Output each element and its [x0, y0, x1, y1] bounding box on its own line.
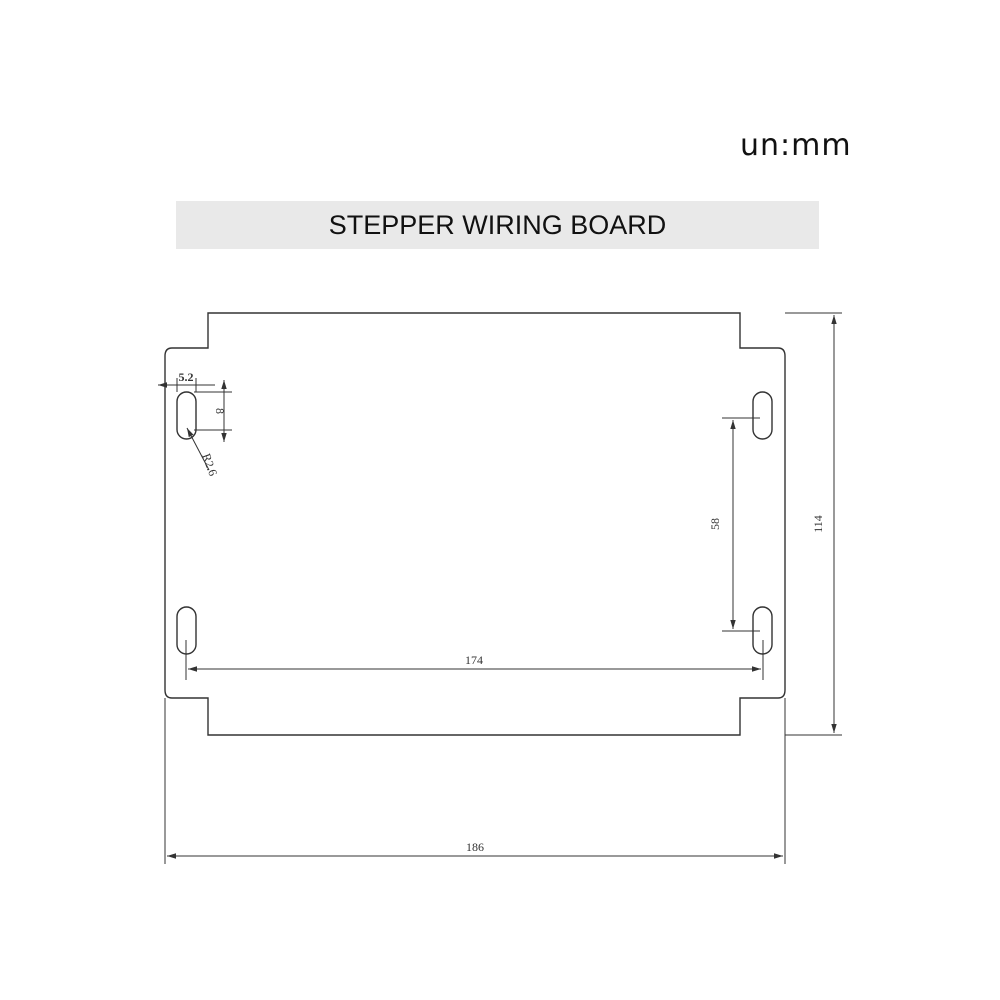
board-outline [164, 312, 786, 736]
dim-overall-width: 186 [466, 840, 484, 854]
mounting-slot-top-right [752, 391, 773, 440]
diagram-title: STEPPER WIRING BOARD [328, 209, 667, 240]
mounting-slot-top-left [176, 391, 197, 440]
dim-slot-width: 5.2 [179, 370, 194, 384]
dim-slot-radius: R2.6 [199, 451, 220, 477]
unit-label: un:mm [740, 128, 852, 163]
title-bar: STEPPER WIRING BOARD [176, 201, 819, 249]
dim-slot-length: 8 [213, 408, 227, 414]
dim-horizontal-hole-spacing: 174 [465, 653, 483, 667]
dim-overall-height: 114 [811, 515, 825, 533]
dim-vertical-hole-spacing: 58 [708, 518, 722, 530]
